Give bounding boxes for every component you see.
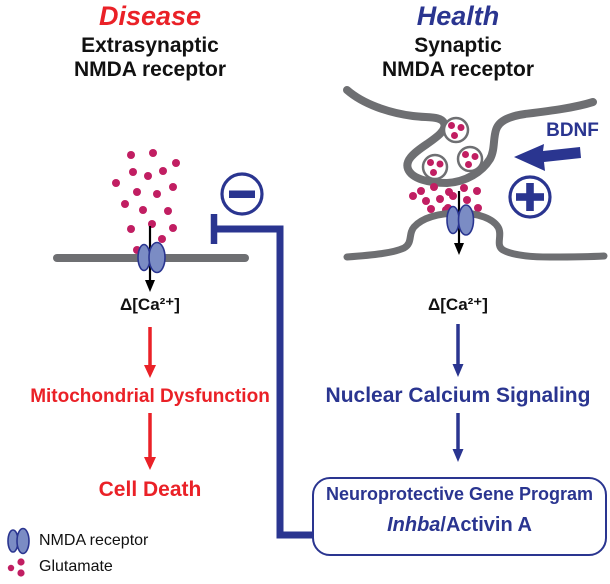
inhibition-feedback-line bbox=[210, 214, 313, 539]
neuroprotective-box: Neuroprotective Gene Program Inhba/Activ… bbox=[312, 477, 607, 556]
calcium-label-left: Δ[Ca²⁺] bbox=[120, 295, 180, 314]
disease-arrow-1 bbox=[144, 327, 156, 378]
cell-death-label: Cell Death bbox=[98, 478, 202, 501]
minus-sign-icon bbox=[220, 172, 264, 216]
disease-arrow-2 bbox=[144, 413, 156, 470]
glutamate-cloud-left bbox=[112, 149, 180, 254]
health-arrow-1 bbox=[452, 324, 464, 377]
postsynaptic-membrane bbox=[343, 209, 608, 261]
calcium-label-right: Δ[Ca²⁺] bbox=[428, 295, 488, 314]
inhba-gene-name: Inhba bbox=[387, 514, 441, 536]
glutamate-icon bbox=[7, 558, 25, 577]
activin-name: /Activin A bbox=[440, 514, 532, 536]
bdnf-label: BDNF bbox=[546, 120, 599, 141]
calcium-arrowhead-right bbox=[454, 243, 464, 255]
health-title: Health bbox=[416, 1, 500, 31]
health-arrow-2 bbox=[452, 413, 464, 462]
legend-label-nmda: NMDA receptor bbox=[39, 532, 149, 549]
bdnf-arrow-icon bbox=[514, 144, 581, 171]
neuroprotective-box-title: Neuroprotective Gene Program bbox=[325, 484, 594, 504]
mitochondrial-dysfunction-label: Mitochondrial Dysfunction bbox=[30, 386, 270, 407]
synaptic-vesicles bbox=[421, 116, 484, 181]
synaptic-subtitle: Synaptic NMDA receptor bbox=[381, 34, 535, 81]
legend-label-glutamate: Glutamate bbox=[39, 558, 113, 575]
nmda-receptor-icon bbox=[7, 527, 30, 555]
nuclear-calcium-signaling-label: Nuclear Calcium Signaling bbox=[325, 384, 591, 407]
nmda-receptor-left bbox=[137, 241, 166, 274]
legend-item-nmda-receptor: NMDA receptor bbox=[3, 527, 148, 555]
inhba-activin-label: Inhba/Activin A bbox=[314, 514, 605, 537]
legend-item-glutamate: Glutamate bbox=[3, 557, 113, 577]
disease-title: Disease bbox=[98, 1, 202, 31]
presynaptic-terminal bbox=[343, 86, 597, 187]
nmda-receptor-right bbox=[446, 204, 475, 236]
extrasynaptic-subtitle: Extrasynaptic NMDA receptor bbox=[73, 34, 227, 81]
plus-sign-icon bbox=[508, 175, 552, 219]
calcium-arrowhead-left bbox=[145, 280, 155, 292]
